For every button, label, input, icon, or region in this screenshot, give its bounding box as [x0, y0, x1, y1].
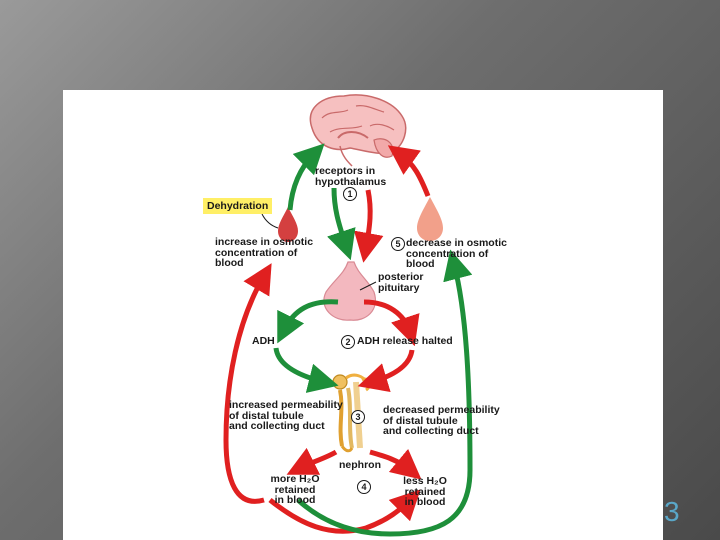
arrow-red-nephron-to-more-h2o — [286, 447, 338, 475]
arrow-green-left-adh — [277, 299, 339, 344]
arrow-green-adh-to-nephron — [273, 347, 339, 393]
pituitary-illustration — [323, 261, 376, 321]
decreased-permeability-label: decreased permeability of distal tubule … — [383, 404, 500, 437]
step-1-marker: 1 — [343, 187, 357, 201]
less-h2o-label: less H₂O retained in blood — [403, 475, 447, 508]
pituitary-pointer — [359, 281, 377, 291]
arrow-green-up-to-hypothalamus — [287, 143, 325, 211]
increase-osmotic-label: increase in osmotic concentration of blo… — [215, 236, 314, 269]
arrow-red-right-halted — [363, 299, 420, 347]
adh-halted-label: ADH release halted — [357, 335, 453, 347]
step-3-marker: 3 — [351, 410, 365, 424]
more-h2o-label: more H₂O retained in blood — [270, 473, 320, 506]
arrow-green-down-from-hypothalamus — [327, 187, 356, 261]
adh-label: ADH — [252, 335, 275, 347]
step-4-marker: 4 — [357, 480, 371, 494]
nephron-label: nephron — [339, 459, 381, 471]
hypothalamus-label: receptors in hypothalamus — [315, 165, 387, 188]
increased-permeability-label: increased permeability of distal tubule … — [229, 399, 343, 432]
arrow-red-down-from-hypothalamus — [353, 189, 384, 263]
arrow-red-left-loop — [223, 263, 272, 504]
step-5-marker: 5 — [391, 237, 405, 251]
step-2-marker: 2 — [341, 335, 355, 349]
blood-drop-right — [417, 197, 443, 241]
blood-drop-left — [278, 207, 298, 242]
pituitary-label: posterior pituitary — [378, 271, 424, 294]
brain-illustration — [309, 94, 407, 167]
arrow-green-nephron-to-less-h2o — [369, 448, 422, 480]
arrow-red-down-to-hypothalamus — [387, 145, 431, 197]
dehydration-pointer — [261, 213, 279, 229]
page-number: 3 — [664, 496, 680, 527]
arrow-green-bottom-loop — [296, 249, 473, 537]
decrease-osmotic-label: decrease in osmotic concentration of blo… — [406, 237, 507, 270]
dehydration-label: Dehydration — [203, 198, 273, 214]
arrow-red-halted-to-nephron — [357, 349, 415, 393]
